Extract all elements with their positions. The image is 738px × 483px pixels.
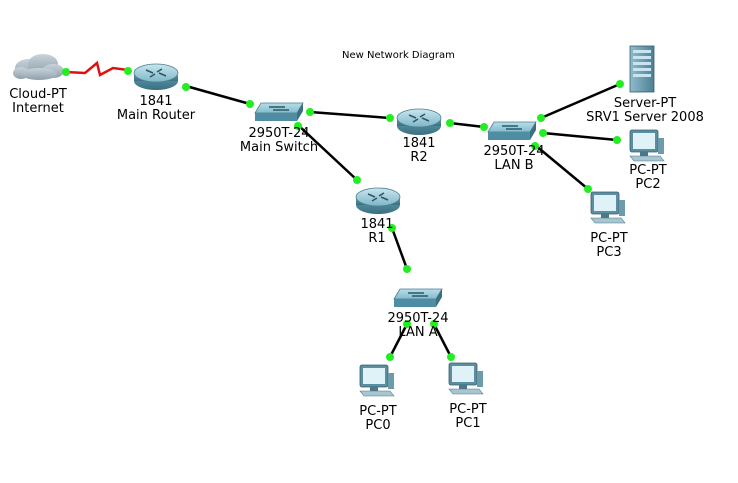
- port-up-indicator: [531, 142, 539, 150]
- port-up-indicator: [616, 80, 624, 88]
- lan-a-model: 2950T-24: [387, 311, 449, 326]
- r1-model: 1841: [360, 217, 394, 232]
- link-mainswitch-r1[interactable]: [297, 124, 358, 181]
- main-router-icon[interactable]: [133, 63, 179, 91]
- port-up-indicator: [306, 108, 314, 116]
- port-up-indicator: [537, 114, 545, 122]
- links: [65, 60, 621, 358]
- port-up-indicator: [480, 123, 488, 131]
- r1-label: 1841 R1: [360, 218, 393, 246]
- main-router-model: 1841: [139, 94, 173, 109]
- port-status-dots: [62, 67, 624, 361]
- pc1-icon[interactable]: [448, 362, 484, 395]
- pc1-label: PC-PT PC1: [449, 403, 486, 431]
- pc0-icon[interactable]: [359, 364, 395, 397]
- cloud-icon[interactable]: [13, 54, 64, 80]
- r2-name: R2: [410, 150, 428, 165]
- port-up-indicator: [539, 129, 547, 137]
- server-name: SRV1 Server 2008: [586, 110, 704, 125]
- pc0-label: PC-PT PC0: [359, 405, 396, 433]
- main-switch-icon[interactable]: [254, 102, 304, 122]
- port-up-indicator: [353, 176, 361, 184]
- lan-b-name: LAN B: [494, 158, 534, 173]
- port-up-indicator: [388, 224, 396, 232]
- pc2-label: PC-PT PC2: [629, 164, 666, 192]
- r2-model: 1841: [402, 136, 436, 151]
- pc0-name: PC0: [365, 418, 391, 433]
- link-mainrouter-mainswitch[interactable]: [185, 84, 251, 106]
- pc0-model: PC-PT: [359, 404, 397, 419]
- pc3-model: PC-PT: [590, 231, 628, 246]
- port-up-indicator: [294, 122, 302, 130]
- port-up-indicator: [403, 320, 411, 328]
- port-up-indicator: [246, 100, 254, 108]
- port-up-indicator: [447, 353, 455, 361]
- pc2-icon[interactable]: [629, 129, 665, 162]
- link-lanb-pc3[interactable]: [534, 144, 589, 190]
- pc1-name: PC1: [455, 416, 481, 431]
- lan-b-switch-icon[interactable]: [487, 121, 537, 141]
- r1-name: R1: [368, 231, 386, 246]
- lan-b-model: 2950T-24: [483, 144, 545, 159]
- pc3-name: PC3: [596, 245, 622, 260]
- r1-router-icon[interactable]: [355, 187, 401, 215]
- main-switch-name: Main Switch: [239, 140, 319, 155]
- port-up-indicator: [446, 119, 454, 127]
- port-up-indicator: [62, 68, 70, 76]
- server-model: Server-PT: [613, 96, 677, 111]
- port-up-indicator: [182, 83, 190, 91]
- port-up-indicator: [386, 353, 394, 361]
- cloud-label: Cloud-PT Internet: [9, 88, 67, 116]
- port-up-indicator: [403, 265, 411, 273]
- server-label: Server-PT SRV1 Server 2008: [586, 97, 704, 125]
- pc3-icon[interactable]: [590, 191, 626, 224]
- cloud-model: Cloud-PT: [9, 87, 67, 102]
- r2-label: 1841 R2: [402, 137, 435, 165]
- port-up-indicator: [386, 114, 394, 122]
- port-up-indicator: [584, 185, 592, 193]
- lan-b-label: 2950T-24 LAN B: [483, 145, 544, 173]
- link-lana-pc1[interactable]: [432, 323, 453, 358]
- lan-a-label: 2950T-24 LAN A: [387, 312, 448, 340]
- main-router-name: Main Router: [116, 108, 196, 123]
- pc2-name: PC2: [635, 177, 661, 192]
- lan-a-switch-icon[interactable]: [393, 288, 443, 308]
- pc3-label: PC-PT PC3: [590, 232, 627, 260]
- pc1-model: PC-PT: [449, 402, 487, 417]
- main-switch-label: 2950T-24 Main Switch: [240, 127, 318, 155]
- link-mainswitch-r2[interactable]: [309, 110, 391, 120]
- pc2-model: PC-PT: [629, 163, 667, 178]
- link-r2-lanb[interactable]: [449, 121, 485, 129]
- server-icon[interactable]: [629, 45, 655, 93]
- port-up-indicator: [613, 136, 621, 144]
- serial-link-cloud-mainrouter[interactable]: [65, 60, 129, 77]
- main-router-label: 1841 Main Router: [117, 95, 195, 123]
- cloud-name: Internet: [12, 101, 64, 116]
- link-lana-pc0[interactable]: [388, 323, 409, 358]
- main-switch-model: 2950T-24: [248, 126, 310, 141]
- link-lanb-server[interactable]: [540, 82, 621, 120]
- link-r1-lana[interactable]: [390, 227, 409, 270]
- port-up-indicator: [430, 320, 438, 328]
- port-up-indicator: [124, 67, 132, 75]
- r2-router-icon[interactable]: [396, 108, 442, 136]
- lan-a-name: LAN A: [398, 325, 438, 340]
- link-lanb-pc2[interactable]: [542, 131, 618, 142]
- diagram-title: New Network Diagram: [342, 50, 455, 61]
